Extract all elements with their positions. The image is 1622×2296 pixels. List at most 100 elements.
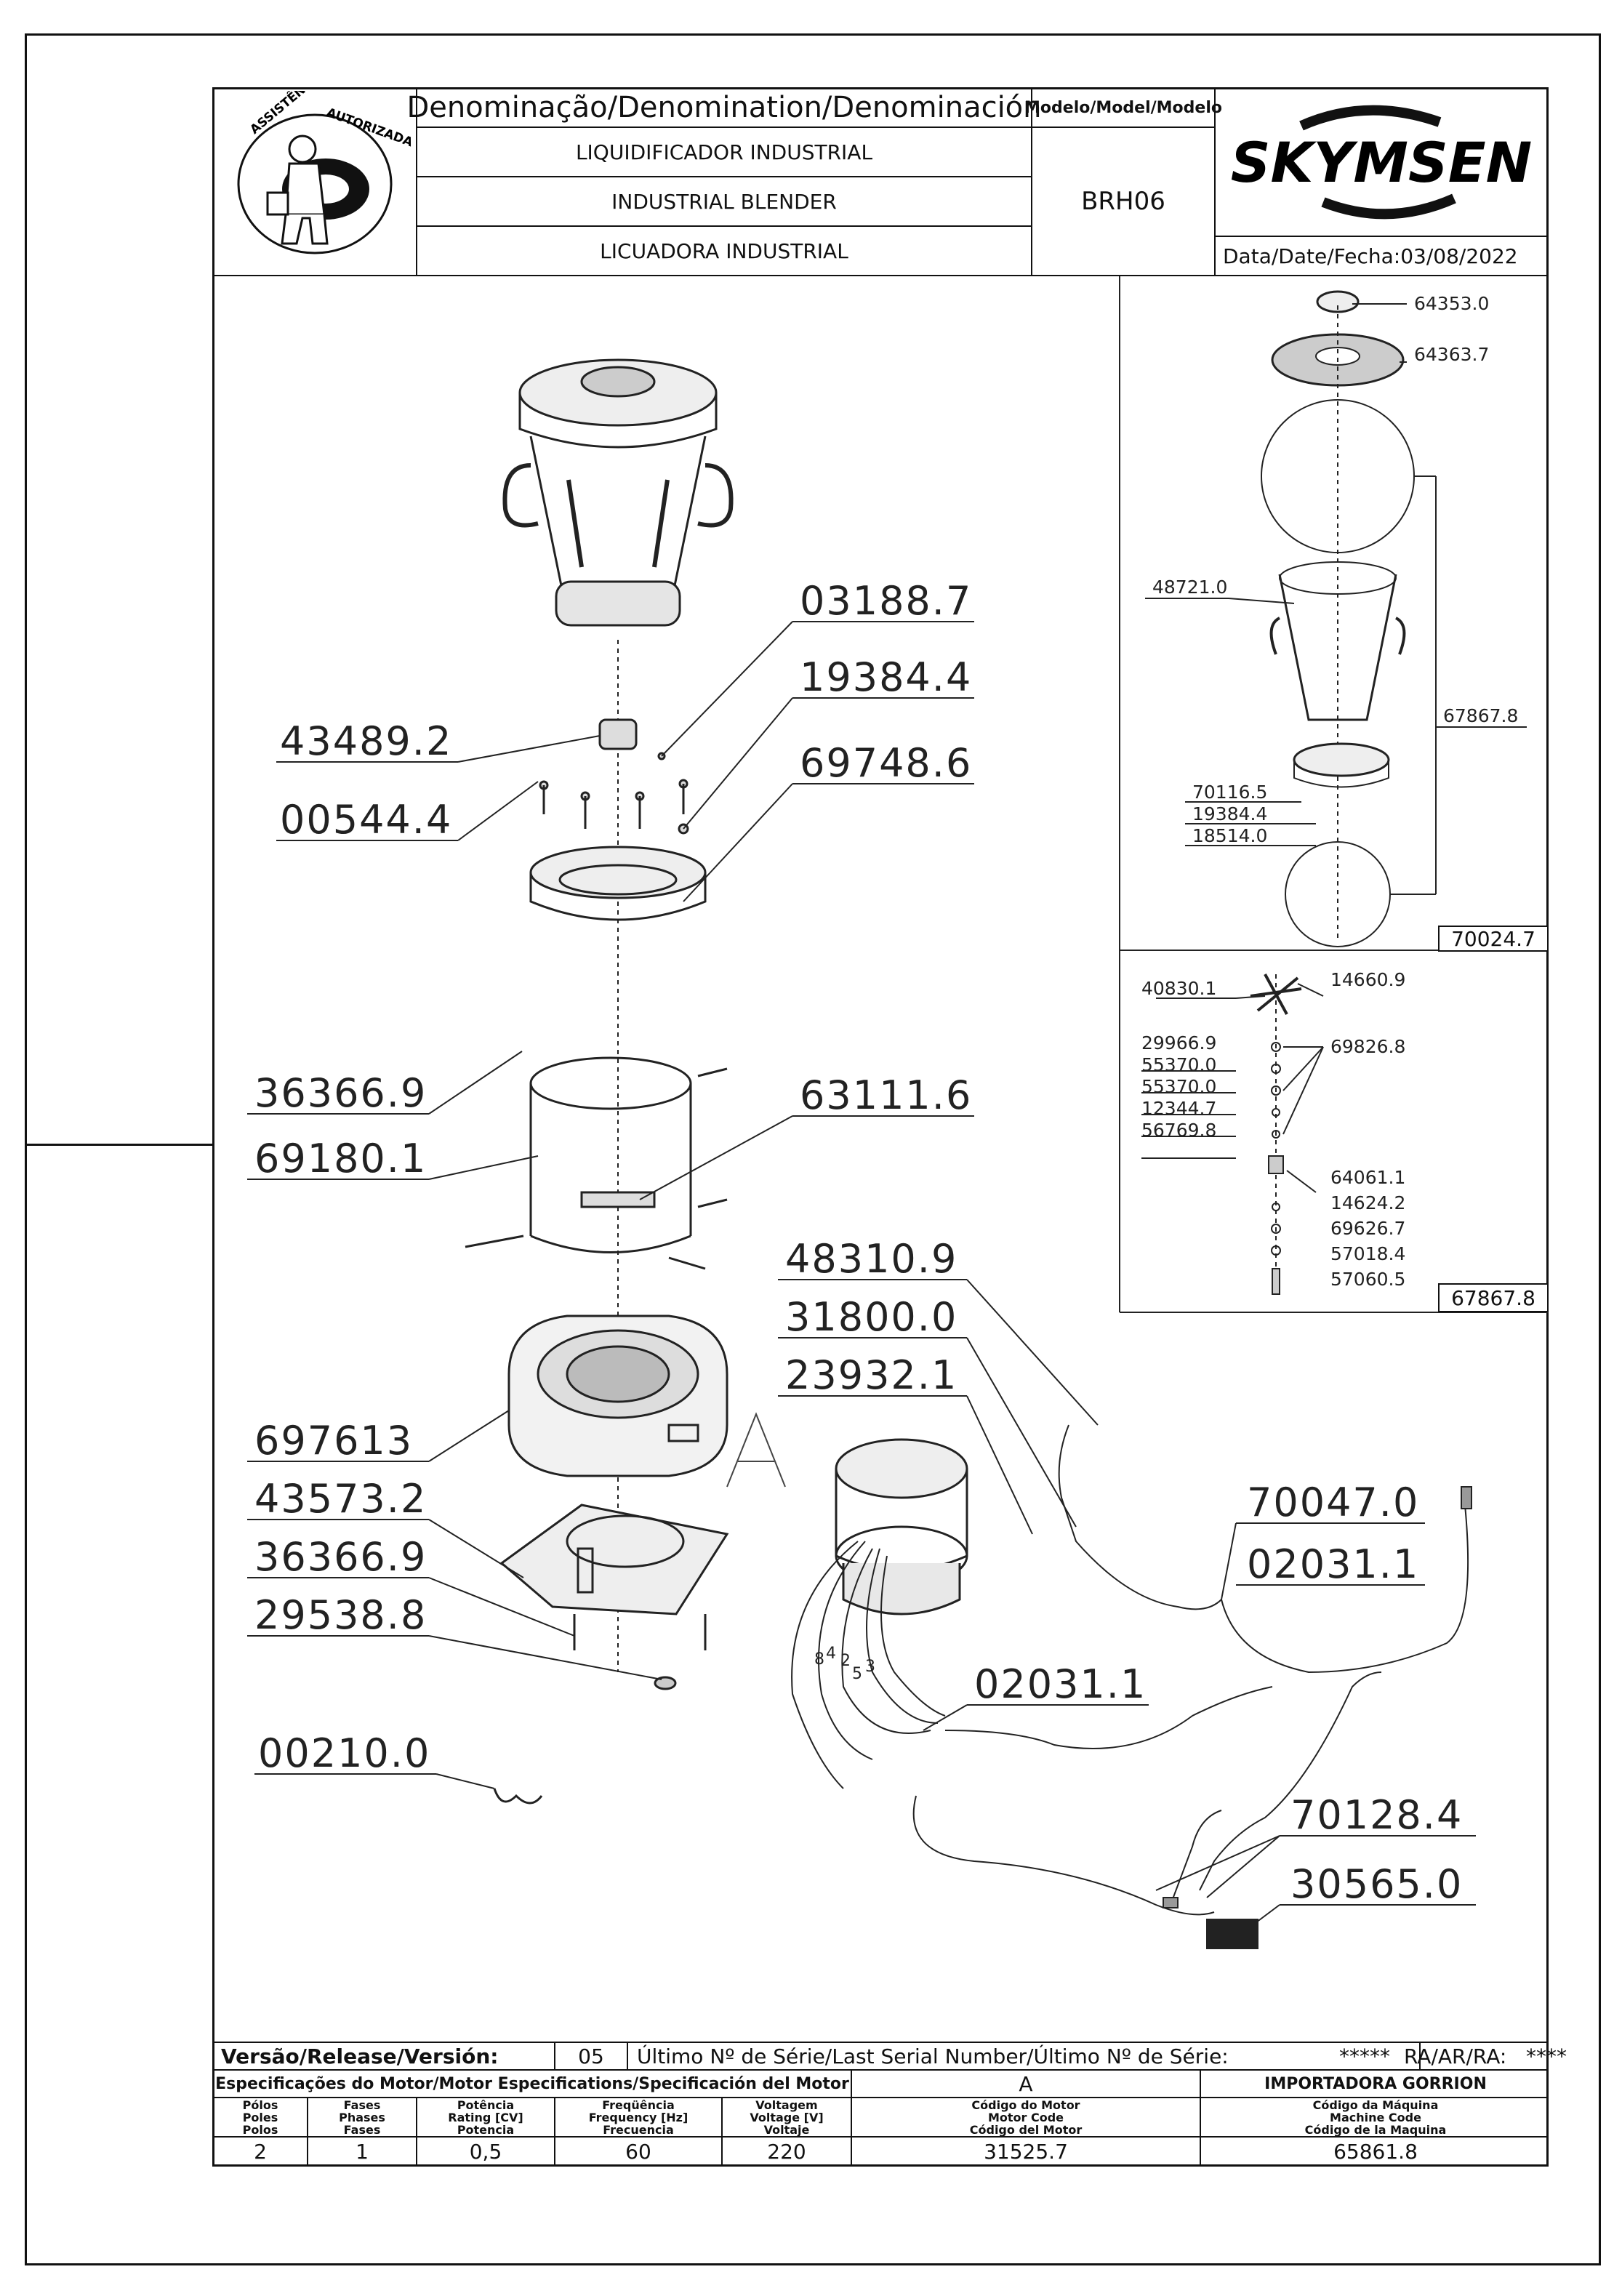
- callout-31800: 31800.0: [785, 1294, 958, 1340]
- base-plate: [499, 1504, 729, 1690]
- detail-label-55370-a: 55370.0: [1141, 1054, 1217, 1075]
- detail-label-69826: 69826.8: [1330, 1036, 1406, 1057]
- callout-02031-motor: 02031.1: [974, 1661, 1147, 1707]
- detail-label-67867: 67867.8: [1443, 705, 1519, 726]
- detail-label-14660: 14660.9: [1330, 969, 1406, 990]
- serial-label: Último Nº de Série/Last Serial Number/Úl…: [637, 2044, 1229, 2068]
- denomination-label: Denominação/Denomination/Denominación: [407, 87, 1042, 128]
- wire-number-5: 5: [852, 1665, 862, 1683]
- spec-value-row: 2 1 0,5 60 220 31525.7 65861.8: [212, 2136, 1549, 2167]
- detail-label-29966: 29966.9: [1141, 1032, 1217, 1053]
- callout-23932: 23932.1: [785, 1352, 958, 1398]
- detail-box-67867: 67867.8: [1438, 1283, 1549, 1312]
- detail-label-18514: 18514.0: [1192, 825, 1268, 846]
- detail-label-55370-b: 55370.0: [1141, 1076, 1217, 1097]
- voltage-value: 220: [723, 2138, 852, 2165]
- callout-70128: 70128.4: [1290, 1792, 1464, 1838]
- poles-value: 2: [214, 2138, 308, 2165]
- callout-30565: 30565.0: [1290, 1861, 1464, 1907]
- callout-69748: 69748.6: [800, 740, 973, 786]
- motor-spec-row: Especificações do Motor/Motor Especifica…: [212, 2069, 1549, 2098]
- serial-cell: Último Nº de Série/Last Serial Number/Úl…: [628, 2043, 1421, 2069]
- jar-base-ring: [529, 846, 707, 921]
- authorized-service-seal: ASSISTÊNCIA AUTORIZADA: [212, 87, 417, 276]
- wire-number-4: 4: [826, 1645, 836, 1663]
- ra-cell: RA/AR/RA: ****: [1404, 2043, 1567, 2069]
- detail-label-40830: 40830.1: [1141, 978, 1217, 999]
- callout-02031-right: 02031.1: [1247, 1541, 1420, 1587]
- fold-mark: [25, 1144, 214, 1146]
- wiring: [791, 1424, 1472, 1949]
- callout-36366-bottom: 36366.9: [254, 1534, 427, 1580]
- rating-value: 0,5: [417, 2138, 555, 2165]
- housing-cylinder: [465, 1056, 728, 1270]
- callout-48310: 48310.9: [785, 1236, 958, 1282]
- callout-36366-top: 36366.9: [254, 1070, 427, 1116]
- motor-code-value: 31525.7: [852, 2138, 1201, 2165]
- detail-label-57018: 57018.4: [1330, 1243, 1406, 1264]
- detail-label-48721: 48721.0: [1152, 577, 1228, 598]
- brand-logo: SKYMSEN: [1214, 87, 1549, 237]
- callout-19384: 19384.4: [800, 654, 973, 700]
- callout-63111: 63111.6: [800, 1072, 973, 1118]
- release-row: Versão/Release/Versión: 05 Último Nº de …: [212, 2042, 1567, 2071]
- detail-label-19384: 19384.4: [1192, 803, 1268, 824]
- skymsen-logo-icon: SKYMSEN: [1231, 105, 1533, 220]
- callout-69180: 69180.1: [254, 1136, 427, 1181]
- machine-code-value: 65861.8: [1333, 2139, 1418, 2164]
- motor-shroud: [507, 1314, 728, 1477]
- ra-label: RA/AR/RA:: [1403, 2044, 1507, 2068]
- wire-number-3: 3: [865, 1658, 875, 1676]
- wire-number-2: 2: [840, 1652, 851, 1670]
- callout-00544: 00544.4: [280, 797, 453, 843]
- detail-label-57060: 57060.5: [1330, 1269, 1406, 1290]
- motor: [835, 1438, 968, 1615]
- frequency-value: 60: [555, 2138, 723, 2165]
- jar-main: [502, 358, 734, 627]
- version-label: Versão/Release/Versión:: [214, 2043, 555, 2069]
- detail-panels: [1119, 276, 1549, 1313]
- detail-label-12344: 12344.7: [1141, 1098, 1217, 1119]
- callout-00210: 00210.0: [258, 1730, 431, 1776]
- importer-name: IMPORTADORA GORRION: [1264, 2074, 1487, 2093]
- callout-03188: 03188.7: [800, 578, 973, 624]
- date-cell: Data/Date/Fecha:03/08/2022: [1214, 236, 1549, 276]
- detail-label-64353: 64353.0: [1414, 293, 1490, 314]
- callout-29538: 29538.8: [254, 1592, 427, 1638]
- ra-value: ****: [1526, 2044, 1567, 2068]
- detail-label-64061: 64061.1: [1330, 1167, 1406, 1188]
- version-value: 05: [555, 2043, 628, 2069]
- seal-logo-icon: ASSISTÊNCIA AUTORIZADA: [237, 91, 413, 254]
- detail-label-64363: 64363.7: [1414, 344, 1490, 365]
- cable-clamp: [493, 1788, 543, 1805]
- serial-value: *****: [1339, 2044, 1390, 2068]
- detail-label-56769: 56769.8: [1141, 1120, 1217, 1141]
- coupling-parts: [539, 718, 689, 835]
- date-label: Data/Date/Fecha:: [1223, 244, 1401, 268]
- date-value: 03/08/2022: [1400, 244, 1518, 268]
- callout-43489: 43489.2: [280, 718, 453, 764]
- motor-spec-label: Especificações do Motor/Motor Especifica…: [214, 2071, 852, 2097]
- view-letter-glyph: [726, 1412, 786, 1488]
- callout-70047: 70047.0: [1247, 1480, 1420, 1525]
- callout-697613: 697613: [254, 1418, 414, 1464]
- motor-code-group: A: [852, 2071, 1201, 2097]
- detail-box-70024: 70024.7: [1438, 926, 1549, 952]
- outer-border: [25, 33, 1601, 2265]
- leader-lines: [247, 621, 1476, 1927]
- detail-label-69626: 69626.7: [1330, 1218, 1406, 1239]
- brand-text: SKYMSEN: [1231, 130, 1533, 195]
- phases-value: 1: [308, 2138, 417, 2165]
- wire-number-8: 8: [814, 1650, 824, 1669]
- callout-43573: 43573.2: [254, 1476, 427, 1522]
- detail-label-70116: 70116.5: [1192, 782, 1268, 803]
